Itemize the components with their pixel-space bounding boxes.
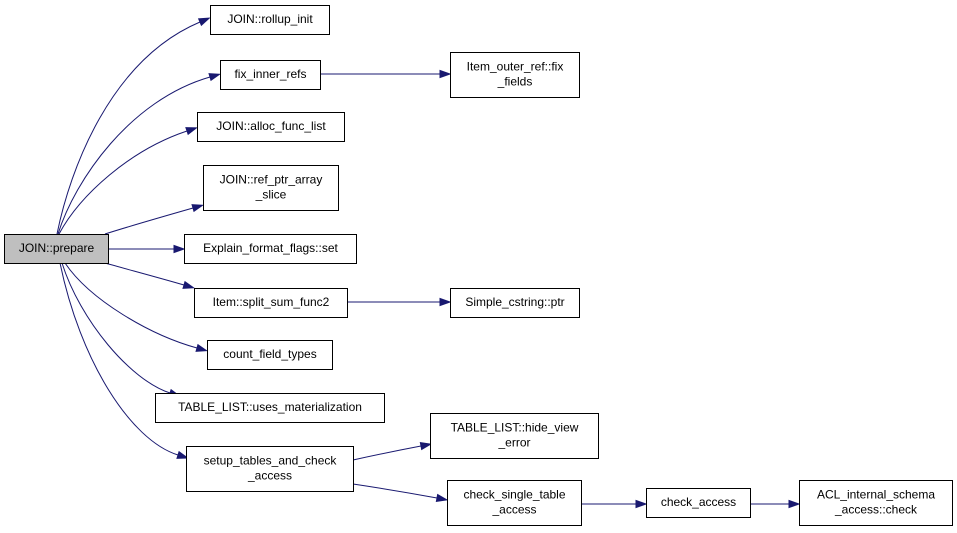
node-split-sum-func2[interactable]: Item::split_sum_func2	[194, 288, 348, 318]
node-label: check_single_table	[463, 488, 565, 502]
node-box	[220, 60, 321, 90]
arrow-head-icon	[439, 297, 452, 307]
edge-line	[57, 76, 211, 235]
node-rollup-init[interactable]: JOIN::rollup_init	[210, 5, 330, 35]
edge-join_prepare-to-fix_inner_refs	[57, 73, 222, 235]
node-label: JOIN::rollup_init	[227, 12, 313, 26]
node-label: JOIN::prepare	[19, 241, 95, 255]
arrow-head-icon	[419, 441, 433, 451]
node-alloc-func-list[interactable]: JOIN::alloc_func_list	[197, 112, 345, 142]
node-box	[184, 234, 357, 264]
node-box	[194, 288, 348, 318]
node-acl-internal-schema-access-check[interactable]: ACL_internal_schema_access::check	[799, 480, 953, 526]
node-box	[450, 288, 580, 318]
arrow-head-icon	[197, 17, 211, 27]
arrow-head-icon	[191, 204, 205, 213]
arrow-head-icon	[195, 343, 209, 352]
node-explain-format-flags-set[interactable]: Explain_format_flags::set	[184, 234, 357, 264]
edge-setup_tables_and_check_access-to-check_single_table_access	[352, 483, 449, 503]
node-box	[207, 340, 333, 370]
arrow-head-icon	[173, 244, 186, 254]
edge-join_prepare-to-setup_tables_and_check_access	[59, 262, 189, 459]
edge-line	[352, 483, 438, 499]
edge-line	[56, 21, 201, 235]
node-label: JOIN::alloc_func_list	[216, 119, 326, 133]
node-label: TABLE_LIST::uses_materialization	[178, 400, 362, 414]
node-box	[186, 446, 354, 492]
node-box	[450, 52, 580, 98]
node-label: _access	[247, 469, 292, 483]
node-check-access[interactable]: check_access	[646, 488, 751, 518]
node-label: _error	[497, 436, 530, 450]
arrow-head-icon	[788, 499, 801, 509]
node-ref-ptr-array-slice[interactable]: JOIN::ref_ptr_array_slice	[203, 165, 339, 211]
arrow-head-icon	[185, 127, 198, 136]
node-box	[210, 5, 330, 35]
node-setup-tables-and-check-access[interactable]: setup_tables_and_check_access	[186, 446, 354, 492]
arrow-head-icon	[182, 280, 196, 289]
node-label: Item_outer_ref::fix	[467, 60, 564, 74]
edge-join_prepare-to-rollup_init	[56, 17, 211, 235]
node-label: TABLE_LIST::hide_view	[451, 421, 579, 435]
edge-line	[59, 262, 179, 456]
edge-join_prepare-to-count_field_types	[64, 262, 209, 352]
node-box	[447, 480, 582, 526]
node-hide-view-error[interactable]: TABLE_LIST::hide_view_error	[430, 413, 599, 459]
edge-join_prepare-to-split_sum_func2	[104, 262, 196, 289]
node-label: _fields	[497, 75, 533, 89]
edge-setup_tables_and_check_access-to-hide_view_error	[352, 441, 433, 461]
node-label: ACL_internal_schema	[817, 488, 935, 502]
edge-line	[58, 130, 188, 235]
node-box	[155, 393, 385, 423]
node-box	[799, 480, 953, 526]
node-label: _slice	[255, 188, 287, 202]
edge-line	[352, 445, 422, 461]
edge-check_single_table_access-to-check_access	[581, 499, 648, 509]
node-label: Simple_cstring::ptr	[465, 295, 564, 309]
edge-check_access-to-acl_internal_schema_access_check	[750, 499, 801, 509]
node-label: _access	[491, 503, 536, 517]
edge-line	[61, 262, 171, 394]
arrow-head-icon	[435, 493, 449, 503]
node-label: Explain_format_flags::set	[203, 241, 338, 255]
edge-join_prepare-to-alloc_func_list	[58, 127, 198, 235]
node-box	[197, 112, 345, 142]
node-item-outer-ref-fix-fields[interactable]: Item_outer_ref::fix_fields	[450, 52, 580, 98]
arrow-head-icon	[635, 499, 648, 509]
node-label: Item::split_sum_func2	[213, 295, 330, 309]
node-label: count_field_types	[223, 347, 316, 361]
arrow-head-icon	[208, 73, 222, 82]
node-check-single-table-access[interactable]: check_single_table_access	[447, 480, 582, 526]
edge-fix_inner_refs-to-item_outer_ref_fix_fields	[320, 69, 452, 79]
node-label: setup_tables_and_check	[204, 454, 338, 468]
node-box	[430, 413, 599, 459]
edge-join_prepare-to-explain_format_flags_set	[108, 244, 186, 254]
nodes: JOIN::prepare JOIN::rollup_initfix_inner_…	[4, 5, 953, 526]
node-join-prepare[interactable]: JOIN::prepare	[4, 234, 109, 264]
node-box	[4, 234, 109, 264]
node-label: check_access	[661, 495, 736, 509]
node-count-field-types[interactable]: count_field_types	[207, 340, 333, 370]
node-label: _access::check	[834, 503, 918, 517]
arrow-head-icon	[439, 69, 452, 79]
node-simple-cstring-ptr[interactable]: Simple_cstring::ptr	[450, 288, 580, 318]
edge-split_sum_func2-to-simple_cstring_ptr	[347, 297, 452, 307]
node-label: fix_inner_refs	[234, 67, 306, 81]
edge-line	[104, 207, 194, 235]
edge-line	[104, 262, 185, 286]
edge-line	[64, 262, 198, 349]
edges	[56, 17, 801, 509]
node-label: JOIN::ref_ptr_array	[220, 173, 323, 187]
node-fix-inner-refs[interactable]: fix_inner_refs	[220, 60, 321, 90]
node-box	[203, 165, 339, 211]
node-uses-materialization[interactable]: TABLE_LIST::uses_materialization	[155, 393, 385, 423]
arrow-head-icon	[176, 450, 189, 459]
node-box	[646, 488, 751, 518]
edge-join_prepare-to-ref_ptr_array_slice	[104, 204, 205, 235]
